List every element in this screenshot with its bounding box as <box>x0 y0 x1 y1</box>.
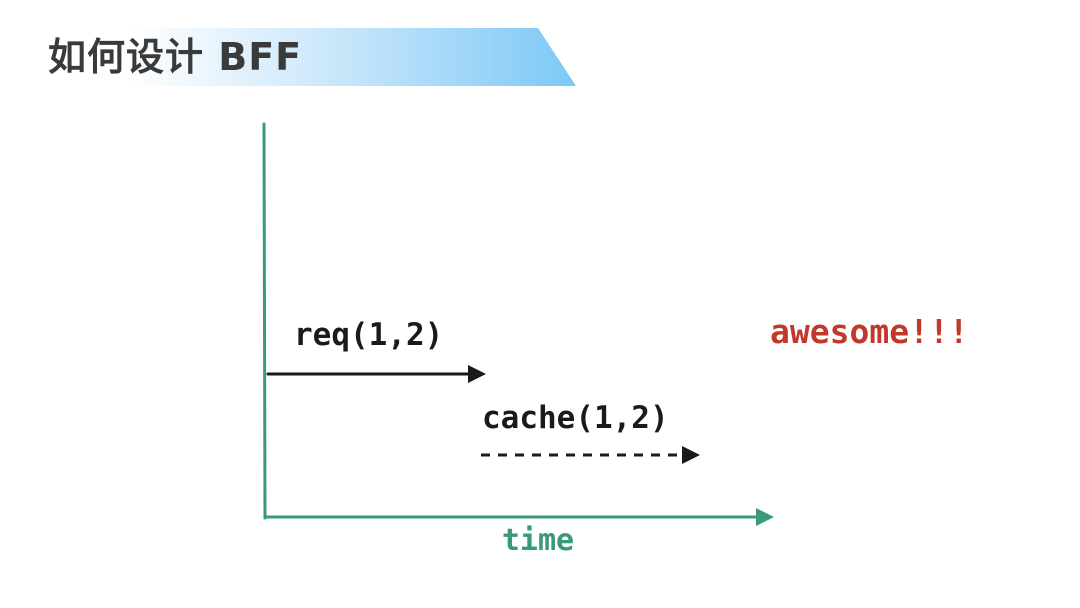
slide-title: 如何设计 BFF <box>48 35 303 79</box>
cache-arrowhead <box>682 446 700 464</box>
cache-label: cache(1,2) <box>482 400 669 436</box>
req-label: req(1,2) <box>294 317 443 353</box>
result-label: awesome!!! <box>770 312 969 351</box>
title-banner <box>0 28 576 86</box>
time-axis-arrowhead <box>756 508 774 526</box>
vertical-axis <box>262 122 267 520</box>
req-arrowhead <box>468 365 486 383</box>
time-axis-label: time <box>502 523 574 558</box>
